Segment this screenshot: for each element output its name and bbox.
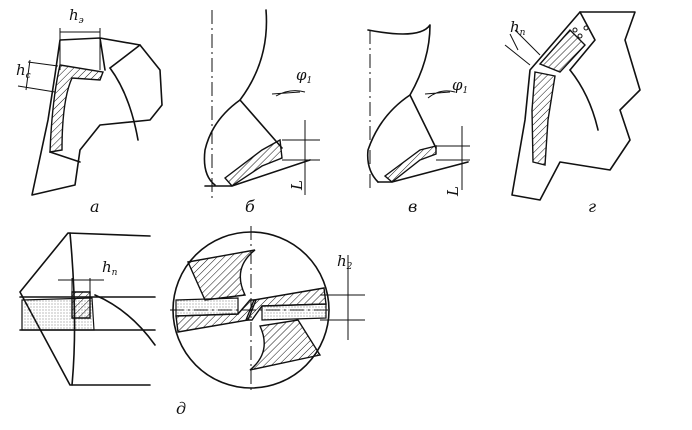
caption-d: д <box>176 399 186 418</box>
figure-g: hп г <box>504 11 641 216</box>
caption-v: в <box>408 197 417 216</box>
figure-v: φ1 L в <box>366 24 470 216</box>
caption-a: а <box>90 197 100 216</box>
figure-d-side: hп <box>19 232 156 386</box>
label-h2: h2 <box>337 252 353 272</box>
label-hc: hс <box>16 61 31 81</box>
label-phi-v: φ1 <box>452 76 468 96</box>
label-phi-b: φ1 <box>296 66 312 86</box>
label-hp: hп <box>102 258 118 278</box>
figure-a: hэ hс а <box>16 6 163 216</box>
caption-b: б <box>245 197 255 216</box>
figure-b: φ1 L б <box>203 9 320 216</box>
label-hn: hп <box>510 18 526 38</box>
label-he: hэ <box>69 6 84 26</box>
label-L-v: L <box>444 186 462 197</box>
label-L-b: L <box>288 180 306 191</box>
figure-d-end: h2 д <box>170 226 365 418</box>
caption-g: г <box>588 197 596 216</box>
